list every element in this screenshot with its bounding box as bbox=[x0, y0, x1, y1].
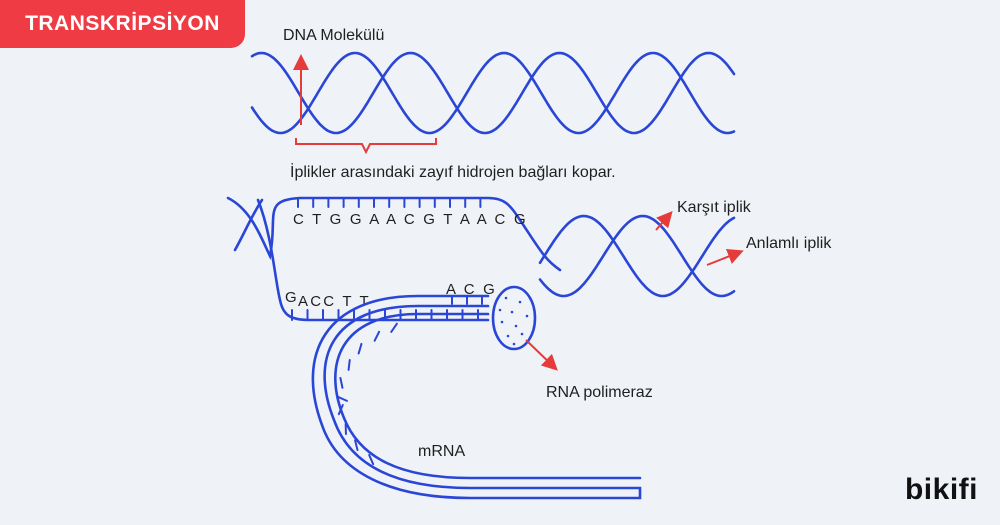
mrna-strand-outer bbox=[311, 294, 642, 500]
coding-strand-label: Anlamlı iplik bbox=[746, 235, 832, 252]
template-strand-arrow bbox=[655, 210, 673, 231]
upper-open-strand bbox=[226, 196, 562, 272]
lower-open-strand bbox=[256, 198, 490, 322]
title-badge: TRANSKRİPSİYON bbox=[0, 0, 245, 48]
rna-polymerase bbox=[491, 285, 537, 351]
polymerase-arrow bbox=[525, 339, 558, 371]
texture-dot bbox=[510, 310, 514, 314]
rna-polymerase-label: RNA polimeraz bbox=[546, 384, 653, 401]
bikifi-logo: bikifi bbox=[904, 473, 978, 506]
rna-polymerase-texture bbox=[498, 296, 529, 346]
base-tick bbox=[373, 330, 381, 342]
base-tick bbox=[336, 395, 348, 402]
texture-dot bbox=[500, 320, 504, 324]
texture-dot bbox=[520, 332, 524, 336]
bottom-strand-seq: ACC T T bbox=[298, 293, 371, 310]
base-tick bbox=[347, 358, 351, 371]
coding-strand-arrow bbox=[706, 248, 744, 266]
hydrogen-bonds-caption: İplikler arasındaki zayıf hidrojen bağla… bbox=[290, 162, 616, 181]
mrna-strand-inner bbox=[334, 312, 642, 480]
base-tick bbox=[354, 439, 359, 452]
left-cross-strand bbox=[233, 198, 264, 252]
texture-dot bbox=[506, 334, 510, 338]
base-tick bbox=[390, 322, 398, 333]
texture-dot bbox=[518, 300, 522, 304]
bottom-strand-end: A C G bbox=[446, 281, 497, 298]
base-tick bbox=[357, 342, 363, 355]
mrna-base-ticks bbox=[336, 322, 398, 466]
base-tick bbox=[339, 376, 344, 389]
bond-bracket bbox=[295, 138, 437, 155]
dna-molecule-label: DNA Molekülü bbox=[283, 27, 384, 44]
dna-helix-strand-a bbox=[250, 51, 736, 135]
base-tick bbox=[337, 404, 344, 416]
texture-dot bbox=[514, 324, 518, 328]
texture-dot bbox=[512, 342, 516, 346]
texture-dot bbox=[498, 308, 502, 312]
base-tick bbox=[368, 454, 375, 466]
texture-dot bbox=[525, 314, 529, 318]
top-strand-ticks bbox=[297, 198, 482, 208]
right-helix-strand-b bbox=[538, 214, 736, 298]
mrna-label: mRNA bbox=[418, 443, 465, 460]
dna-helix-strand-b bbox=[250, 51, 736, 135]
right-helix-strand-a bbox=[538, 214, 736, 298]
top-strand-sequence: C T G G A A C G T A A C G bbox=[293, 211, 528, 228]
bottom-strand-g: G bbox=[285, 289, 299, 306]
texture-dot bbox=[504, 296, 508, 300]
template-strand-label: Karşıt iplik bbox=[677, 199, 752, 216]
